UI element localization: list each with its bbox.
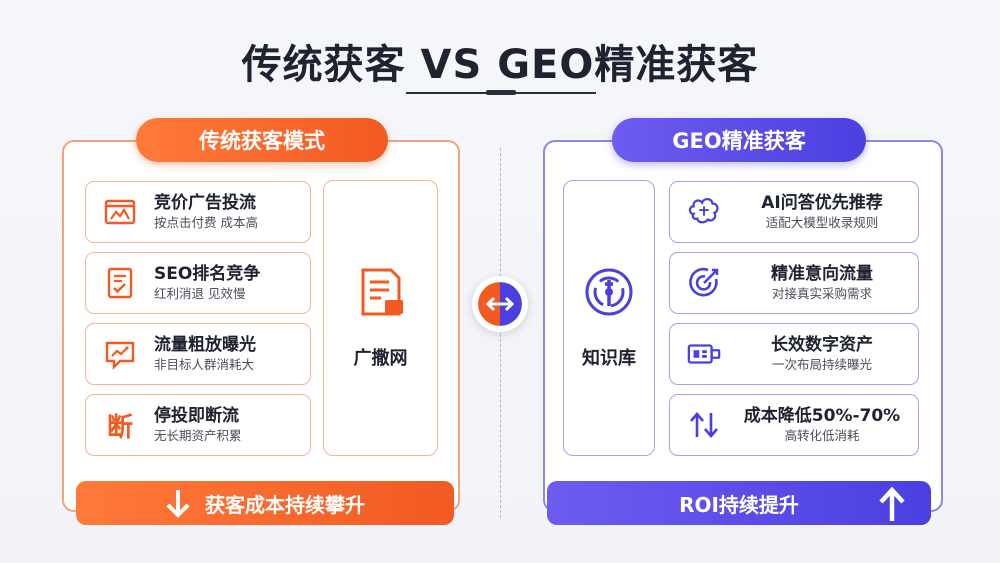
traditional-item-stop: 断 停投即断流 无长期资产积累 [85,394,311,456]
item-title: 竞价广告投流 [154,193,256,213]
item-subtitle: 非目标人群消耗大 [154,357,255,372]
item-subtitle: 无长期资产积累 [154,428,242,443]
item-title: 流量粗放曝光 [154,335,256,355]
item-title: 停投即断流 [154,406,239,426]
side-label: 知识库 [582,348,636,369]
item-title: 成本降低50%-70% [743,406,901,426]
document-icon [357,266,405,322]
item-subtitle: 对接真实采购需求 [771,286,872,301]
bottom-label: 获客成本持续攀升 [205,492,365,517]
knowledge-icon [583,266,635,322]
geo-header: GEO精准获客 [612,118,866,162]
bottom-label: ROI持续提升 [679,492,799,517]
geo-item-cost: 成本降低50%-70% 高转化低消耗 [669,394,919,456]
item-subtitle: 红利消退 见效慢 [154,286,246,301]
checklist-icon [102,265,138,301]
item-title: SEO排名竞争 [154,264,261,284]
traditional-item-ad: 竞价广告投流 按点击付费 成本高 [85,181,311,243]
item-subtitle: 适配大模型收录规则 [765,215,879,230]
item-subtitle: 一次布局持续曝光 [771,357,872,372]
traditional-bottom-banner: 获客成本持续攀升 [76,481,454,525]
geo-item-intent: 精准意向流量 对接真实采购需求 [669,252,919,314]
traditional-item-seo: SEO排名竞争 红利消退 见效慢 [85,252,311,314]
geo-side-box: 知识库 [563,180,655,456]
item-title: 长效数字资产 [771,335,873,355]
item-title: 精准意向流量 [771,264,873,284]
side-label: 广撒网 [353,348,408,369]
center-divider [500,148,501,518]
chart-message-icon [102,336,138,372]
swap-arrows-icon [472,276,528,332]
page-title: 传统获客 VS GEO精准获客 [241,42,759,88]
chip-icon [686,336,722,372]
break-icon: 断 [106,412,133,443]
title-underline-accent [486,90,516,95]
up-down-arrows-icon [686,407,722,443]
item-subtitle: 按点击付费 成本高 [154,215,258,230]
geo-bottom-banner: ROI持续提升 [547,481,931,525]
target-icon [686,265,722,301]
item-title: AI问答优先推荐 [761,193,883,213]
ad-icon [102,194,138,230]
traditional-header: 传统获客模式 [136,118,388,162]
traditional-side-box: 广撒网 [323,180,438,456]
geo-item-asset: 长效数字资产 一次布局持续曝光 [669,323,919,385]
brain-icon [686,194,722,230]
arrow-down-icon [165,488,191,518]
arrow-up-icon [879,487,905,521]
geo-item-ai: AI问答优先推荐 适配大模型收录规则 [669,181,919,243]
item-subtitle: 高转化低消耗 [784,428,860,443]
traditional-item-traffic: 流量粗放曝光 非目标人群消耗大 [85,323,311,385]
